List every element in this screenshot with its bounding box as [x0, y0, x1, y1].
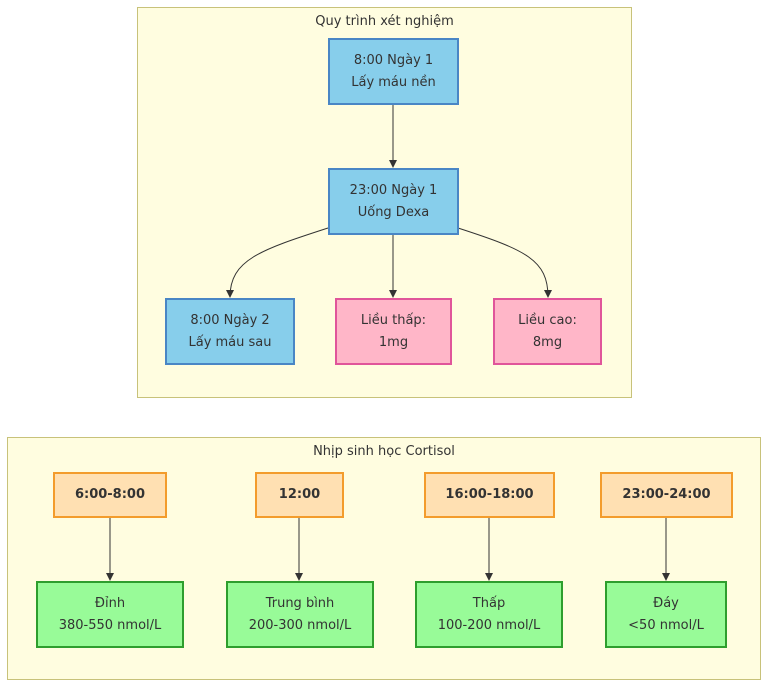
node-after-time: 8:00 Ngày 2 — [190, 312, 270, 328]
cluster-title-test-procedure: Quy trình xét nghiệm — [315, 14, 454, 29]
node-time-noon: 12:00 — [255, 472, 344, 518]
node-value-average-label: Trung bình — [265, 595, 335, 611]
node-value-low: Thấp 100-200 nmol/L — [415, 581, 563, 648]
node-low-dose-value: 1mg — [378, 334, 409, 350]
node-after-action: Lấy máu sau — [188, 334, 272, 350]
edge-dexa-to-after — [226, 227, 329, 298]
node-value-trough: Đáy <50 nmol/L — [605, 581, 727, 648]
node-low-dose: Liều thấp: 1mg — [335, 298, 452, 365]
node-baseline-time: 8:00 Ngày 1 — [353, 52, 434, 68]
node-baseline-action: Lấy máu nền — [351, 74, 436, 90]
node-low-dose-label: Liều thấp: — [360, 312, 427, 328]
node-time-noon-label: 12:00 — [278, 487, 321, 502]
node-after-draw: 8:00 Ngày 2 Lấy máu sau — [165, 298, 295, 365]
node-high-dose-value: 8mg — [532, 334, 563, 350]
edge-dexa-to-high-dose — [457, 227, 552, 298]
node-time-night: 23:00-24:00 — [600, 472, 733, 518]
node-value-low-range: 100-200 nmol/L — [437, 617, 541, 633]
node-time-morning-label: 6:00-8:00 — [74, 487, 146, 502]
node-value-peak-range: 380-550 nmol/L — [58, 617, 162, 633]
node-time-afternoon: 16:00-18:00 — [424, 472, 555, 518]
node-high-dose: Liều cao: 8mg — [493, 298, 602, 365]
node-value-trough-range: <50 nmol/L — [628, 617, 704, 633]
cluster-title-cortisol-rhythm: Nhịp sinh học Cortisol — [313, 444, 455, 459]
node-dexa-action: Uống Dexa — [357, 204, 430, 220]
node-value-average: Trung bình 200-300 nmol/L — [226, 581, 374, 648]
node-time-afternoon-label: 16:00-18:00 — [445, 487, 534, 502]
node-value-average-range: 200-300 nmol/L — [248, 617, 352, 633]
node-value-trough-label: Đáy — [653, 595, 679, 611]
node-time-night-label: 23:00-24:00 — [622, 487, 711, 502]
node-value-peak: Đỉnh 380-550 nmol/L — [36, 581, 184, 648]
node-baseline-draw: 8:00 Ngày 1 Lấy máu nền — [328, 38, 459, 105]
node-high-dose-label: Liều cao: — [518, 312, 577, 328]
node-dexa-dose: 23:00 Ngày 1 Uống Dexa — [328, 168, 459, 235]
node-value-low-label: Thấp — [472, 595, 506, 611]
node-value-peak-label: Đỉnh — [94, 595, 126, 611]
node-time-morning: 6:00-8:00 — [53, 472, 167, 518]
node-dexa-time: 23:00 Ngày 1 — [349, 182, 438, 198]
